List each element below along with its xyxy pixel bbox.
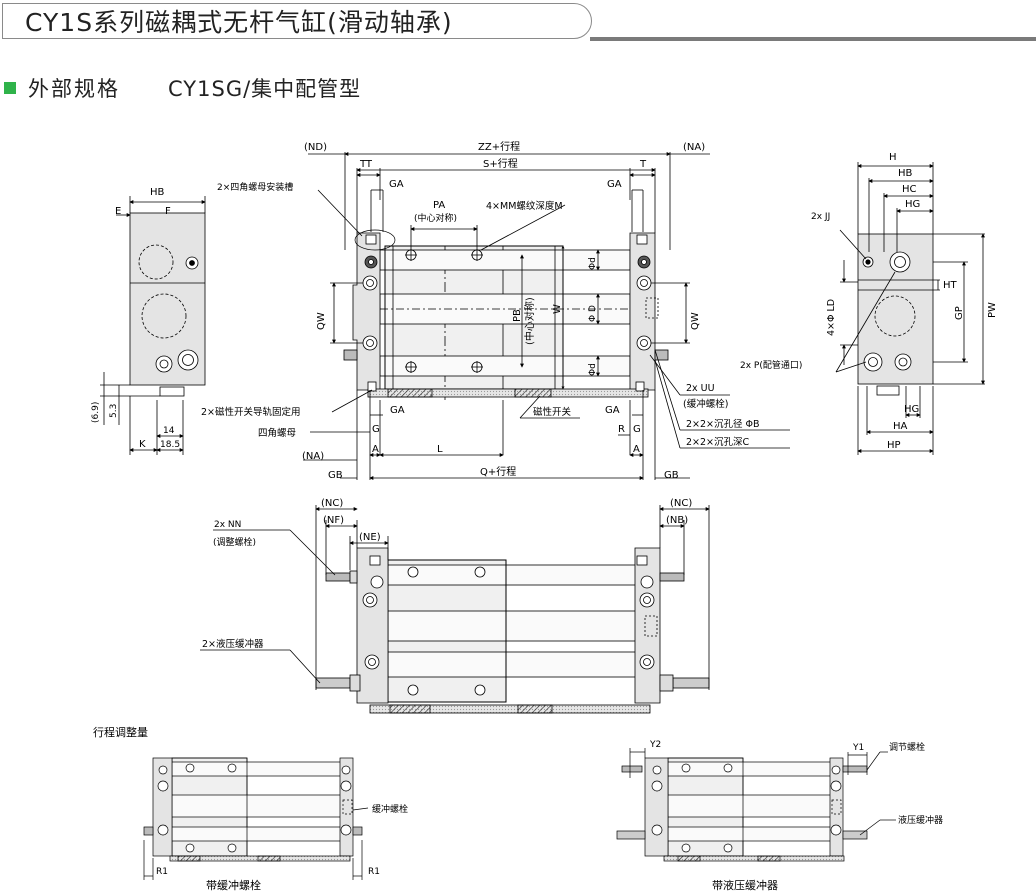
dim-14: 14 — [163, 426, 175, 436]
dim-r1-right: R1 — [368, 867, 380, 877]
dim-g-right: G — [633, 424, 641, 435]
dim-ga-top-left: GA — [389, 179, 404, 190]
pa-center-note: (中心对称) — [414, 212, 457, 224]
dim-g-left: G — [372, 424, 380, 435]
section-heading: 外部规格 CY1SG/集中配管型 — [4, 76, 362, 101]
dim-a-right: A — [633, 444, 640, 455]
dim-hc: HC — [902, 184, 917, 195]
dim-gb-right: GB — [664, 470, 679, 481]
dim-h: H — [889, 152, 897, 163]
square-nut-label: 四角螺母 — [258, 427, 296, 439]
dim-q: Q+行程 — [480, 465, 516, 478]
dim-nb: (NB) — [666, 515, 688, 526]
dim-gb-left: GB — [328, 470, 343, 481]
dim-qw-right: QW — [690, 312, 701, 330]
dim-5-3: 5.3 — [109, 404, 119, 418]
dim-r1-left: R1 — [156, 867, 168, 877]
dim-s: S+行程 — [483, 157, 518, 170]
dim-qw-left: QW — [316, 312, 327, 330]
dim-nf: (NF) — [323, 515, 344, 526]
section-marker-icon — [4, 82, 16, 94]
dim-hg-bottom: HG — [904, 404, 919, 415]
dim-pw: PW — [987, 302, 998, 318]
rail-fixing-label: 2×磁性开关导轨固定用 — [201, 406, 301, 418]
adjust-bolt-label: 调节螺栓 — [889, 741, 925, 753]
dim-gp: GP — [954, 306, 965, 320]
dim-tt: TT — [359, 159, 373, 170]
nn-label: 2x NN — [214, 520, 241, 530]
dim-y2: Y2 — [649, 740, 661, 750]
dim-phi-d-top: Φd — [588, 257, 598, 270]
dim-zz: ZZ+行程 — [478, 140, 520, 153]
dim-nd: (ND) — [304, 142, 327, 153]
dim-nc-left: (NC) — [321, 498, 343, 509]
right-end-view — [835, 162, 985, 455]
port-label: 2x P(配管通口) — [740, 359, 802, 371]
dim-f: F — [165, 206, 171, 217]
absorber-view — [200, 505, 710, 714]
dim-e: E — [115, 206, 121, 217]
dim-18-5: 18.5 — [160, 440, 180, 450]
dim-r: R — [618, 424, 625, 435]
main-top-view — [303, 152, 790, 480]
dim-l: L — [437, 444, 443, 455]
variant-label: CY1SG/集中配管型 — [168, 77, 362, 101]
shock-absorber-view — [616, 748, 896, 862]
uu-note: (缓冲螺栓) — [683, 398, 728, 410]
left-end-view — [100, 196, 206, 455]
page-title: CY1S系列磁耦式无杆气缸(滑动轴承) — [25, 8, 453, 37]
dim-nc-right: (NC) — [670, 498, 692, 509]
stroke-adjust-title: 行程调整量 — [93, 725, 148, 739]
nut-slot-label: 2×四角螺母安装槽 — [217, 181, 293, 193]
title-rule — [590, 37, 1036, 41]
dim-na-top: (NA) — [683, 142, 705, 153]
main-top-view-labels: (ND) ZZ+行程 (NA) TT S+行程 T GA GA 2×四角螺母安装… — [201, 140, 760, 481]
dim-y1: Y1 — [852, 743, 864, 753]
dim-ga-bottom-right: GA — [605, 405, 620, 416]
bumper-bolt-view — [143, 757, 369, 880]
dim-a-left: A — [372, 444, 379, 455]
uu-label: 2x UU — [686, 383, 715, 394]
dim-6-9: (6.9) — [91, 402, 101, 423]
caption-shock-absorber: 带液压缓冲器 — [712, 878, 778, 892]
mm-thread-label: 4×MM螺纹深度M — [486, 200, 563, 212]
counterbore-depth-label: 2×2×沉孔深C — [686, 437, 750, 448]
counterbore-dia-label: 2×2×沉孔径 ΦB — [686, 418, 760, 430]
dim-hg-top: HG — [905, 199, 920, 210]
dim-phi-D: Φ D — [588, 305, 598, 322]
caption-bumper-bolt: 带缓冲螺栓 — [206, 878, 261, 892]
dim-ne: (NE) — [359, 532, 381, 543]
left-end-cover — [352, 232, 381, 391]
dim-ga-bottom-left: GA — [390, 405, 405, 416]
section-label: 外部规格 — [28, 77, 120, 101]
bumper-bolt-label: 缓冲螺栓 — [372, 803, 408, 815]
switch-label: 磁性开关 — [533, 406, 572, 418]
dim-hb-left: HB — [150, 187, 165, 198]
right-end-view-labels: H HB HC HG 2x JJ 4×Φ LD HT GP PW 2x P(配管… — [740, 152, 998, 451]
dim-ga-top-right: GA — [607, 179, 622, 190]
dim-w: W — [552, 304, 563, 314]
shock-absorber-label: 液压缓冲器 — [898, 814, 943, 826]
absorber-view-labels: (NC) (NF) (NE) 2x NN (调整螺栓) (NC) (NB) 2×… — [202, 498, 692, 650]
dim-na-bottom: (NA) — [302, 451, 324, 462]
dim-ha: HA — [893, 421, 908, 432]
absorber-label: 2×液压缓冲器 — [202, 638, 264, 650]
dim-pa: PA — [433, 200, 445, 211]
nn-note: (调整螺栓) — [213, 536, 256, 548]
ld-label: 4×Φ LD — [826, 299, 837, 336]
dim-hb-right: HB — [898, 168, 913, 179]
jj-label: 2x JJ — [811, 212, 830, 222]
pb-center-note: (中心对称) — [523, 297, 536, 345]
dim-ht: HT — [943, 280, 958, 291]
title-banner: CY1S系列磁耦式无杆气缸(滑动轴承) — [2, 3, 592, 39]
dim-pb: PB — [512, 309, 523, 322]
dim-k: K — [139, 439, 146, 450]
dim-t: T — [639, 159, 647, 170]
dim-hp: HP — [887, 440, 901, 451]
dim-phi-d-bottom: Φd — [588, 363, 598, 376]
